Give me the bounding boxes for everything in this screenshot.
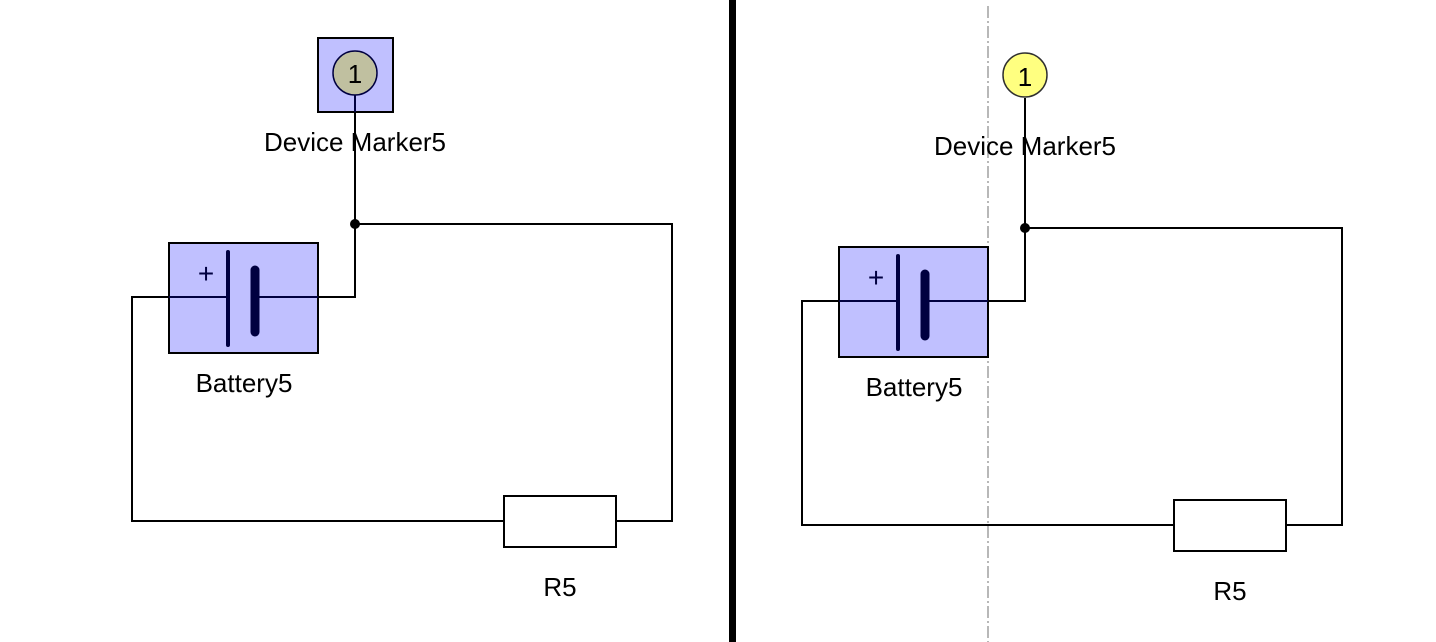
plus-icon: + <box>198 258 214 289</box>
junction-dot <box>350 219 360 229</box>
battery[interactable]: + <box>838 246 989 358</box>
wire-resistor-to-battery <box>131 296 504 522</box>
battery-label: Battery5 <box>866 372 963 402</box>
device-marker[interactable]: 1 <box>1002 52 1048 98</box>
junction-dot <box>1020 223 1030 233</box>
plus-icon: + <box>868 262 884 293</box>
marker-label: Device Marker5 <box>934 131 1116 161</box>
right-panel: 1 Device Marker5 + Battery5 R5 <box>801 6 1343 642</box>
circuit-wires <box>131 96 673 522</box>
device-marker[interactable]: 1 <box>317 37 394 113</box>
wire-marker-to-battery <box>318 96 356 298</box>
resistor-body <box>1173 499 1287 552</box>
resistor-body <box>503 495 617 548</box>
resistor[interactable] <box>1173 499 1287 552</box>
resistor-label: R5 <box>1213 576 1246 606</box>
resistor[interactable] <box>503 495 617 548</box>
left-panel: 1 Device Marker5 + Battery5 R5 <box>131 37 673 602</box>
wire-junction-to-resistor <box>1025 227 1343 526</box>
marker-number: 1 <box>1018 62 1032 92</box>
marker-circle <box>1002 52 1048 98</box>
panel-divider <box>729 0 736 642</box>
wire-marker-to-battery <box>988 98 1026 302</box>
wire-junction-to-resistor <box>355 223 673 522</box>
battery[interactable]: + <box>168 242 319 354</box>
marker-number: 1 <box>348 59 362 89</box>
circuit-wires <box>801 98 1343 526</box>
wire-resistor-to-battery <box>801 300 1174 526</box>
marker-label: Device Marker5 <box>264 127 446 157</box>
resistor-label: R5 <box>543 572 576 602</box>
battery-label: Battery5 <box>196 368 293 398</box>
